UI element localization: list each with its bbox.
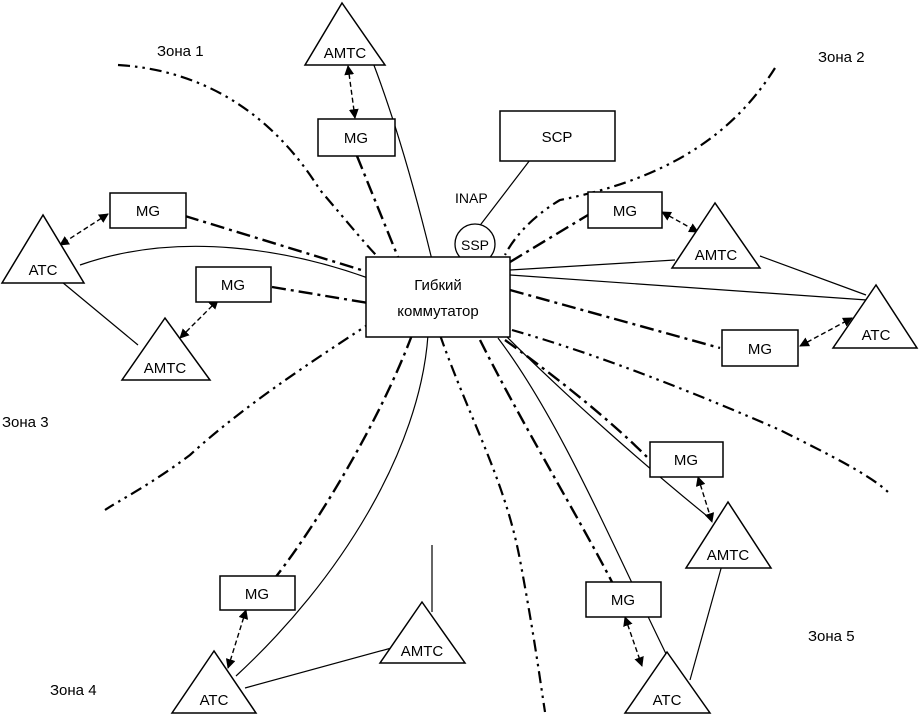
boundary-zone2-zone5 [511, 328, 889, 493]
mg-label: MG [221, 277, 245, 294]
ssp-label: SSP [461, 237, 489, 253]
mg-lower-right: MG [649, 441, 724, 478]
mg-label: MG [674, 452, 698, 469]
ats-label: АТС [29, 262, 58, 279]
arrow-mg-lower-ats-lower-right [623, 616, 644, 667]
arrow-mg-lower-right-amts-lower [695, 476, 715, 523]
ats-right: АТС [831, 283, 919, 349]
mg-left-lower: MG [195, 266, 272, 303]
trunk-mg-top [355, 155, 402, 263]
softswitch-label-line1: Гибкий [414, 277, 462, 294]
ats-lower-right: АТС [623, 650, 712, 714]
mg-top: MG [317, 118, 396, 157]
ats-bottom-left: АТС [170, 649, 258, 714]
mg-label: MG [613, 203, 637, 220]
amts-label: АМТС [695, 247, 738, 264]
ats-left: АТС [0, 213, 86, 284]
ssp-node: SSP [454, 223, 496, 265]
link-ats-bottom-left-amts-bottom [244, 646, 396, 689]
mg-right-lower: MG [721, 329, 799, 367]
trunk-mg-left-lower [271, 285, 369, 305]
zone-boundaries [104, 63, 889, 713]
trunk-mg-right-lower [509, 288, 721, 350]
zone-5-label: Зона 5 [808, 628, 855, 645]
trunk-mg-lower-right-1 [504, 339, 649, 459]
solid-links [61, 59, 868, 689]
amts-label: АМТС [707, 547, 750, 564]
mg-label: MG [136, 203, 160, 220]
ats-label: АТС [200, 692, 229, 709]
ats-label: АТС [862, 327, 891, 344]
arrow-amts-top-mg-top [344, 65, 359, 119]
arrow-ats-left-mg-left-upper [59, 213, 109, 246]
zone-3-label: Зона 3 [2, 414, 49, 431]
zone-2-label: Зона 2 [818, 49, 865, 66]
mg-label: MG [748, 341, 772, 358]
zone-1-label: Зона 1 [157, 43, 204, 60]
arrow-mg-right-upper-amts-right [661, 211, 699, 233]
amts-bottom: АМТС [378, 600, 467, 664]
arrow-mg-right-lower-ats-right [799, 317, 853, 347]
trunk-mg-right-upper [509, 213, 589, 264]
amts-nodes: АМТС АМТС АМТС АМТС АМТС [120, 1, 773, 664]
zone-4-label: Зона 4 [50, 682, 97, 699]
mg-label: MG [611, 592, 635, 609]
softswitch-node: Гибкий коммутатор [365, 256, 511, 338]
zone-labels: Зона 1 Зона 2 Зона 3 Зона 4 Зона 5 [2, 43, 865, 699]
mg-bottom-left: MG [219, 575, 296, 611]
amts-label: АМТС [144, 360, 187, 377]
mg-nodes: MG MG MG MG MG MG MG MG [109, 118, 799, 618]
link-softswitch-ats-left [79, 245, 369, 279]
boundary-zone1-zone3 [117, 63, 384, 263]
boundary-zone3-zone4 [104, 319, 376, 511]
link-softswitch-scp [477, 159, 531, 229]
ats-label: АТС [653, 692, 682, 709]
link-amts-lower-ats-lower-right [689, 564, 723, 681]
mg-right-upper: MG [587, 191, 663, 229]
mg-left-upper: MG [109, 192, 187, 229]
link-softswitch-ats-right [509, 274, 868, 301]
mg-label: MG [344, 130, 368, 147]
arrow-mg-bottom-left-ats-bottom-left [225, 609, 249, 669]
link-softswitch-amts-right [509, 259, 676, 271]
trunk-mg-lower-right-2 [478, 339, 614, 583]
link-softswitch-amts-top [371, 59, 433, 261]
mg-arrows [59, 65, 853, 669]
amts-top: АМТС [303, 1, 387, 66]
mg-label: MG [245, 586, 269, 603]
amts-label: АМТС [401, 643, 444, 660]
trunk-mg-left-upper [184, 214, 369, 274]
trunk-mg-bottom-left [274, 334, 414, 579]
amts-left: АМТС [120, 316, 212, 381]
arrow-mg-left-lower-amts-left [179, 299, 219, 339]
scp-label: SCP [542, 129, 573, 146]
ats-nodes: АТС АТС АТС АТС [0, 213, 919, 714]
boundary-zone4-zone5 [438, 334, 547, 713]
link-softswitch-ats-bottom-left [235, 334, 429, 677]
trunk-links [184, 155, 721, 583]
softswitch-label-line2: коммутатор [397, 303, 478, 320]
link-amts-right-ats-right [759, 255, 867, 296]
scp-node: SCP [499, 110, 616, 162]
amts-right: АМТС [670, 201, 762, 269]
boundary-zone1-zone2 [504, 67, 776, 256]
amts-label: АМТС [324, 45, 367, 62]
amts-lower-right: АМТС [684, 500, 773, 569]
inap-label: INAP [455, 190, 488, 206]
mg-lower: MG [585, 581, 662, 618]
link-ats-left-amts-left [61, 281, 139, 346]
